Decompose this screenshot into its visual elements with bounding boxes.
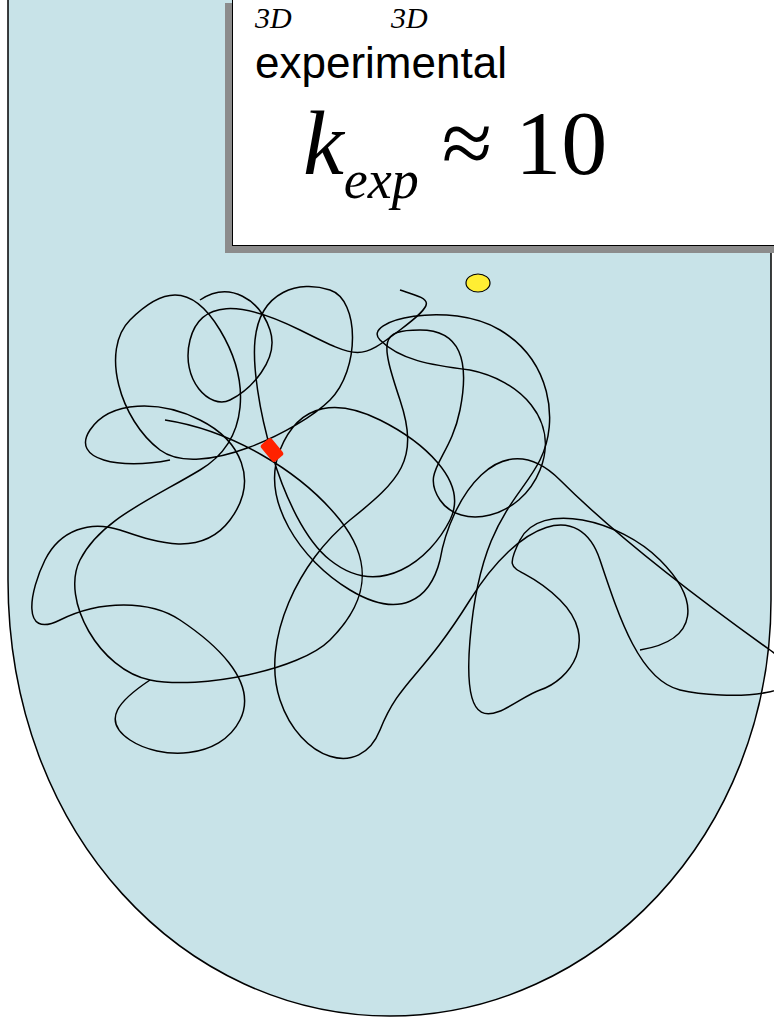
- rate-formula: kexp ≈ 10: [303, 93, 607, 211]
- dna-tangle: [32, 287, 774, 759]
- protein: [466, 274, 490, 292]
- formula-box: 3D 3D experimental kexp ≈ 10: [232, 0, 774, 246]
- rate-value: ≈ 10: [442, 92, 608, 194]
- caption-label: experimental: [255, 39, 507, 87]
- rate-symbol: k: [303, 92, 344, 194]
- formula-subscript: 3D: [391, 1, 428, 34]
- binding-site: [260, 437, 285, 463]
- formula-subscript: 3D: [255, 1, 292, 34]
- rate-subscript: exp: [344, 150, 419, 210]
